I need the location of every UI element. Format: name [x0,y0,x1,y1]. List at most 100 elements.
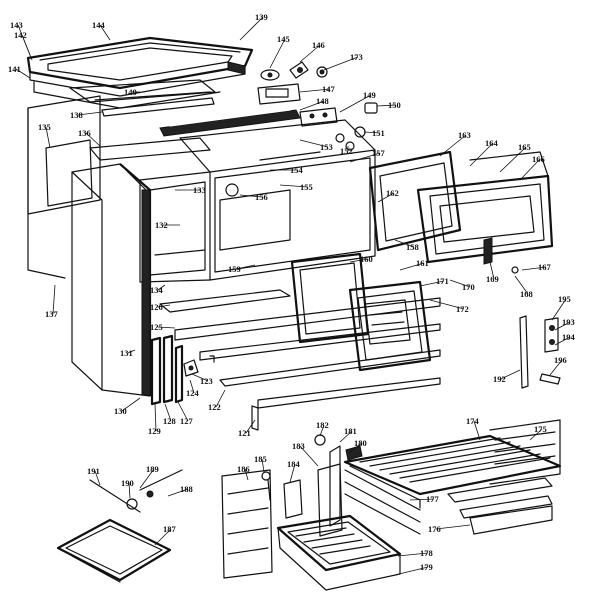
leader-line-187 [154,528,172,546]
part-label-195: 195 [558,294,571,304]
part-label-162: 162 [386,188,399,198]
part-label-136: 136 [78,128,91,138]
leader-line-174 [473,420,481,441]
leader-line-144 [99,24,111,41]
leader-line-123 [191,373,209,382]
leader-line-171 [419,280,445,287]
hinges [150,334,184,406]
part-label-170: 170 [462,282,475,292]
bottom-rails [159,289,441,431]
part-label-166: 166 [532,154,545,164]
part-label-179: 179 [420,562,433,572]
right-side-trim [511,266,561,389]
small-controls [260,61,328,81]
leader-line-191 [94,470,101,486]
part-label-126: 126 [150,302,163,312]
leader-line-148 [299,100,325,111]
leader-line-189 [139,468,155,489]
part-label-191: 191 [87,466,100,476]
leader-line-136 [85,132,101,147]
leader-line-194 [554,336,571,346]
leader-line-145 [269,38,286,69]
control-module [257,83,301,105]
part-label-175: 175 [534,424,547,434]
part-label-125: 125 [150,322,163,332]
part-label-187: 187 [163,524,177,534]
part-label-121: 121 [238,428,251,438]
part-label-190: 190 [121,478,134,488]
part-label-145: 145 [277,34,290,44]
leader-line-158 [394,239,415,248]
part-label-127: 127 [180,416,194,426]
part-label-163: 163 [458,130,471,140]
part-label-129: 129 [148,426,161,436]
leader-line-176 [435,524,471,530]
part-label-171: 171 [436,276,449,286]
part-label-169: 169 [486,274,499,284]
left-door [71,163,152,397]
part-label-172: 172 [456,304,469,314]
part-label-164: 164 [485,138,499,148]
part-label-157: 157 [372,148,386,158]
leader-line-196 [549,359,563,376]
leader-line-180 [349,442,363,453]
control-panel [159,107,338,137]
leader-line-177 [409,498,435,501]
leader-line-170 [449,279,471,288]
part-label-149: 149 [363,90,376,100]
part-label-150: 150 [388,100,401,110]
part-label-189: 189 [146,464,159,474]
part-label-122: 122 [208,402,221,412]
leader-line-125 [157,326,176,329]
leader-line-186 [244,468,249,481]
part-label-185: 185 [254,454,267,464]
leader-line-142 [21,34,33,61]
leader-line-135 [45,126,51,149]
part-label-174: 174 [466,416,480,426]
part-label-123: 123 [200,376,213,386]
leader-line-190 [128,482,131,499]
part-label-181: 181 [344,426,357,436]
leader-line-124 [189,379,195,394]
right-oven-doors [368,150,554,265]
leader-line-169 [489,261,495,280]
part-label-154: 154 [290,165,304,175]
leader-line-157 [349,152,381,163]
leader-line-182 [319,424,325,437]
part-label-176: 176 [428,524,441,534]
leader-line-193 [554,321,571,331]
leader-line-184 [289,463,296,483]
leader-line-183 [299,445,319,467]
part-label-131: 131 [120,348,133,358]
part-label-151: 151 [372,128,385,138]
leader-line-146 [299,44,321,63]
part-label-160: 160 [360,254,373,264]
part-label-168: 168 [520,289,533,299]
light-hood [56,469,183,583]
part-label-173: 173 [350,52,363,62]
leader-line-150 [376,104,397,107]
leader-line-168 [514,275,529,295]
leader-line-181 [339,430,353,443]
leader-line-159 [235,264,256,270]
part-label-135: 135 [38,122,51,132]
part-label-178: 178 [420,548,433,558]
leader-line-128 [164,403,172,422]
small-brackets [183,359,199,377]
leader-line-175 [529,428,543,441]
part-label-184: 184 [287,459,301,469]
part-label-186: 186 [237,464,250,474]
part-label-148: 148 [316,96,329,106]
part-label-142: 142 [14,30,27,40]
part-label-141: 141 [8,64,21,74]
part-label-128: 128 [163,416,176,426]
part-label-144: 144 [92,20,106,30]
leader-line-155 [279,184,309,188]
broiler-pan [276,514,402,591]
part-label-192: 192 [493,374,506,384]
leader-line-192 [500,369,521,380]
part-label-147: 147 [322,84,336,94]
part-label-143: 143 [10,20,23,30]
leader-line-137 [52,284,56,315]
